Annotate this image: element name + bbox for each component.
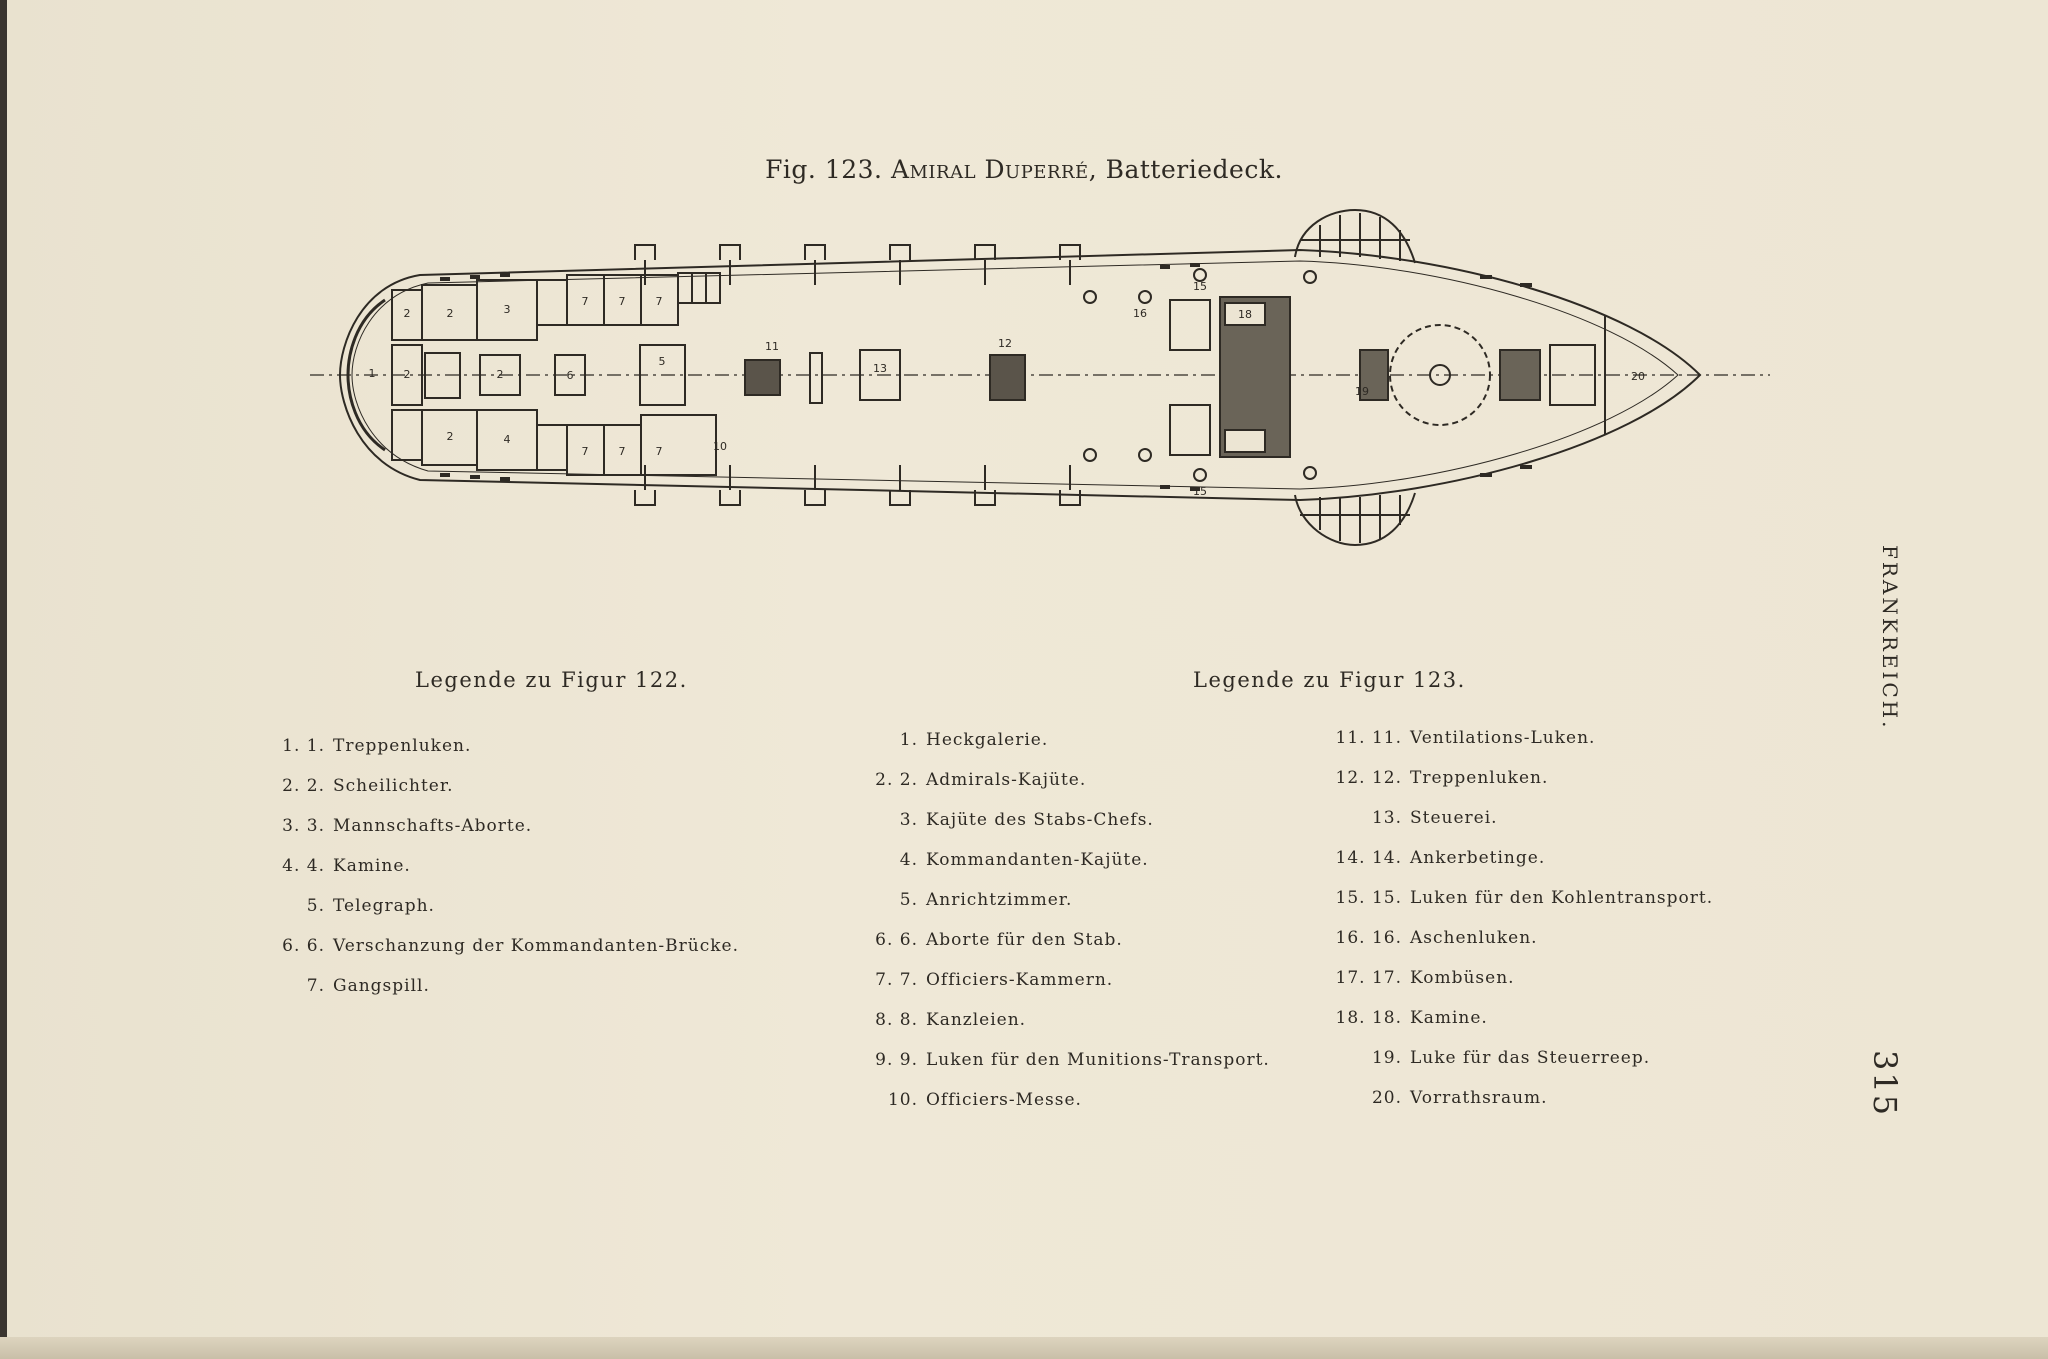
hatch-19 — [1359, 349, 1389, 401]
plan-label-7: 7 — [656, 295, 663, 308]
plan-label-16: 16 — [1133, 307, 1147, 320]
legend-123-title: Legende zu Figur 123. — [1193, 668, 1466, 692]
legend-123-item: 13.Steuerei. — [1371, 808, 1498, 828]
plan-label-11: 11 — [765, 340, 779, 353]
gun-ports-top — [634, 244, 1081, 285]
stern-gallery — [346, 298, 386, 452]
plan-label-6: 6 — [567, 369, 574, 382]
legend-123-item: 3.Kajüte des Stabs-Chefs. — [899, 810, 1154, 830]
plan-label-7: 7 — [582, 445, 589, 458]
page-left-edge — [0, 0, 7, 1359]
sponson-bottom — [1294, 492, 1416, 547]
plan-label-20: 20 — [1631, 370, 1645, 383]
gun-ports-bottom — [634, 465, 1081, 506]
cabin-2-bottom — [391, 409, 423, 461]
legend-123-item: 2. 2.Admirals-Kajüte. — [875, 770, 1087, 790]
plan-label-19: 19 — [1355, 385, 1369, 398]
hull-outline — [338, 248, 1702, 502]
legend-122-item: 2. 2.Scheilichter. — [282, 776, 454, 796]
legend-123-item: 14. 14.Ankerbetinge. — [1335, 848, 1546, 868]
caption-prefix: Fig. 123. — [765, 155, 883, 184]
legend-122-item: 4. 4.Kamine. — [282, 856, 411, 876]
sponson-top — [1294, 208, 1416, 264]
legend-123-item: 20.Vorrathsraum. — [1371, 1088, 1548, 1108]
plan-label-18: 18 — [1238, 308, 1252, 321]
battery-deck-plan: 1 2 2 2 2 2 3 4 5 6 7 7 7 7 7 7 10 11 12… — [310, 208, 1770, 547]
plan-label-3: 3 — [504, 303, 511, 316]
legend-123-item: 4.Kommandanten-Kajüte. — [899, 850, 1149, 870]
plan-label-7: 7 — [619, 445, 626, 458]
legend-123-item: 8. 8.Kanzleien. — [875, 1010, 1027, 1030]
legend-122-title: Legende zu Figur 122. — [415, 668, 688, 692]
legend-122-item: 1. 1.Treppenluken. — [282, 736, 472, 756]
plan-label-2: 2 — [404, 368, 411, 381]
page-bottom-edge — [0, 1337, 2048, 1359]
legend-123-item: 9. 9.Luken für den Munitions-Transport. — [875, 1050, 1270, 1070]
caption-deck: Batteriedeck. — [1105, 155, 1283, 184]
plan-label-4: 4 — [504, 433, 511, 446]
caption-ship-name: Amiral Duperré, — [890, 155, 1098, 184]
running-head-country: FRANKREICH. — [1878, 545, 1902, 731]
legend-123-item: 6. 6.Aborte für den Stab. — [875, 930, 1123, 950]
legend-123-item: 11. 11.Ventilations-Luken. — [1335, 728, 1596, 748]
forward-capstan — [1389, 324, 1491, 426]
plan-label-15: 15 — [1193, 280, 1207, 293]
plan-label-7: 7 — [582, 295, 589, 308]
plan-label-12: 12 — [998, 337, 1012, 350]
legend-122-item: 3. 3.Mannschafts-Aborte. — [282, 816, 533, 836]
legend-122-item: 7.Gangspill. — [306, 976, 430, 996]
legend-123-item: 7. 7.Officiers-Kammern. — [875, 970, 1114, 990]
legend-122-item: 5.Telegraph. — [306, 896, 435, 916]
plan-label-1: 1 — [369, 367, 376, 380]
plan-label-2: 2 — [497, 368, 504, 381]
bulwark-dashes — [440, 263, 1532, 491]
plan-label-13: 13 — [873, 362, 887, 375]
plan-label-5: 5 — [659, 355, 666, 368]
plan-label-2: 2 — [447, 307, 454, 320]
legend-123-item: 16. 16.Aschenluken. — [1335, 928, 1538, 948]
legend-123-item: 1.Heckgalerie. — [899, 730, 1049, 750]
plan-label-15: 15 — [1193, 485, 1207, 498]
legend-123-item: 18. 18.Kamine. — [1335, 1008, 1488, 1028]
plan-label-2: 2 — [404, 307, 411, 320]
plan-label-2: 2 — [447, 430, 454, 443]
legend-123-item: 17. 17.Kombüsen. — [1335, 968, 1515, 988]
page-number: 315 — [1866, 1050, 1904, 1118]
legend-122-item: 6. 6.Verschanzung der Kommandanten-Brück… — [282, 936, 740, 956]
legend-123-item: 5.Anrichtzimmer. — [899, 890, 1073, 910]
legend-123-item: 19.Luke für das Steuerreep. — [1371, 1048, 1651, 1068]
legend-123-item: 12. 12.Treppenluken. — [1335, 768, 1549, 788]
plan-label-7: 7 — [656, 445, 663, 458]
hull-inner-line — [351, 260, 1679, 490]
hatch-8 — [639, 344, 686, 406]
plan-label-10: 10 — [713, 440, 727, 453]
legend-123-item: 10.Officiers-Messe. — [887, 1090, 1082, 1110]
capstan-block — [744, 359, 781, 396]
plan-label-7: 7 — [619, 295, 626, 308]
legend-123-item: 15. 15.Luken für den Kohlentransport. — [1335, 888, 1714, 908]
figure-caption: Fig. 123. Amiral Duperré, Batteriedeck. — [0, 155, 2048, 184]
